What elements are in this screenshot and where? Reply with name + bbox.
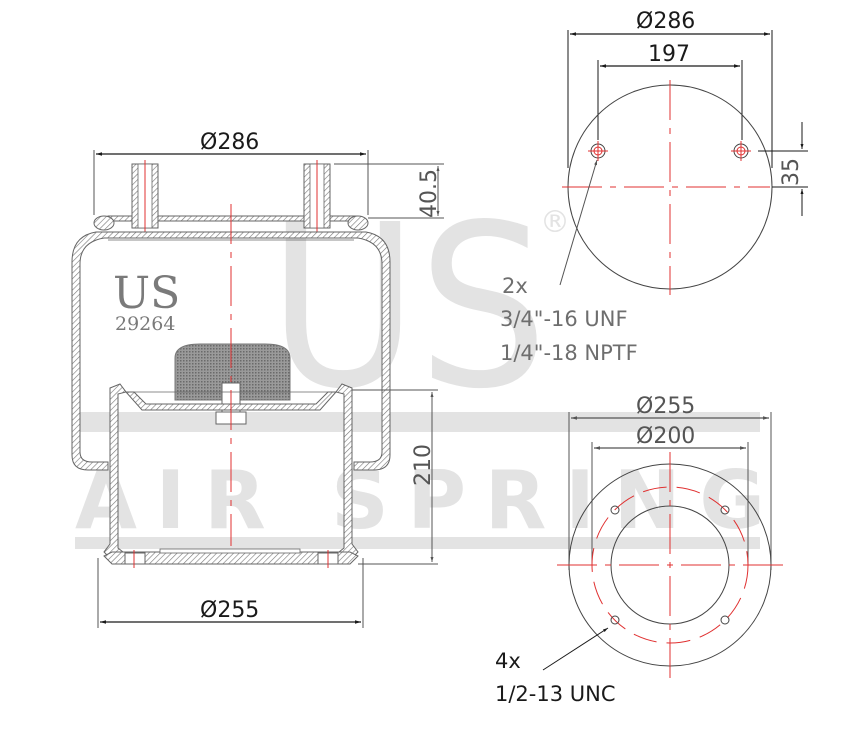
top-note-thread-2: 1/4"-18 NPTF bbox=[500, 341, 638, 365]
stud-hole-right bbox=[731, 141, 751, 161]
top-stud-offset: 35 bbox=[779, 158, 804, 186]
bolt-hole bbox=[720, 615, 730, 625]
bottom-note-qty: 4x bbox=[495, 649, 521, 673]
watermark-registered-mark: ® bbox=[540, 205, 570, 240]
stud-hole-left bbox=[588, 141, 608, 161]
side-stud-height: 40.5 bbox=[417, 169, 442, 218]
bolt-hole bbox=[610, 615, 620, 625]
bottom-bolt-circle: Ø200 bbox=[636, 424, 695, 449]
side-height: 210 bbox=[411, 444, 436, 486]
part-number: 29264 bbox=[115, 313, 175, 335]
top-stud-spacing: 197 bbox=[648, 42, 690, 67]
bottom-outer-diameter: Ø255 bbox=[636, 394, 695, 419]
top-view: Ø286 197 35 2x 3/4"-16 UNF 1/ bbox=[500, 9, 808, 365]
side-view: Ø286 40.5 US 29264 bbox=[71, 130, 444, 628]
side-top-diameter: Ø286 bbox=[200, 130, 259, 155]
brand-logo: US bbox=[113, 268, 180, 319]
bolt-hole bbox=[720, 505, 730, 515]
top-note-thread-1: 3/4"-16 UNF bbox=[500, 307, 628, 331]
bottom-note-thread: 1/2-13 UNC bbox=[495, 682, 616, 706]
bottom-view: Ø255 Ø200 4x 1/2-13 UNC bbox=[495, 394, 783, 706]
top-note-qty: 2x bbox=[502, 274, 528, 298]
side-bottom-diameter: Ø255 bbox=[200, 598, 259, 623]
bolt-hole bbox=[610, 505, 620, 515]
top-outer-diameter: Ø286 bbox=[636, 9, 695, 34]
watermark-bar-bottom bbox=[75, 537, 760, 549]
